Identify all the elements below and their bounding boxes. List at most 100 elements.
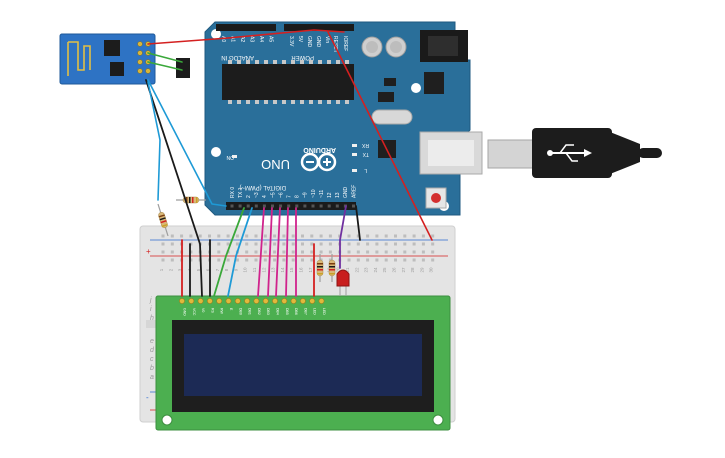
column-number: 1	[159, 268, 164, 271]
breadboard-hole	[161, 242, 165, 246]
breadboard-hole	[273, 258, 277, 262]
column-number: 10	[243, 267, 248, 273]
esp8266-wifi-module	[59, 33, 190, 85]
column-number: 2	[168, 268, 173, 271]
breadboard-hole	[245, 250, 249, 254]
breadboard-hole	[412, 234, 416, 238]
breadboard-hole	[394, 250, 397, 254]
column-number: 24	[373, 267, 378, 273]
digital-pin-label: 8	[295, 195, 301, 198]
digital-pin-label: ~10	[311, 189, 317, 198]
breadboard-hole	[319, 242, 323, 246]
on-led-label: ON	[226, 154, 234, 160]
jumper-wire	[147, 81, 161, 201]
digital-pin-label: ~3	[254, 192, 260, 198]
breadboard-hole	[356, 234, 360, 238]
breadboard-hole	[375, 258, 379, 262]
lcd-pin	[318, 298, 325, 304]
on-led	[232, 155, 237, 158]
breadboard-hole	[403, 250, 407, 254]
breadboard-hole	[403, 258, 407, 262]
column-number: 13	[271, 267, 276, 273]
row-letter: d	[150, 347, 155, 354]
column-number: 29	[419, 267, 424, 273]
breadboard-hole	[245, 242, 249, 246]
digital-pin-label: 12	[327, 192, 333, 198]
breadboard-hole	[421, 234, 425, 238]
jumper-wires	[145, 29, 433, 297]
column-number: 22	[354, 267, 359, 273]
breadboard-hole	[356, 258, 360, 262]
breadboard-hole	[282, 242, 286, 246]
breadboard-hole	[217, 258, 221, 262]
slide-switch[interactable]	[176, 58, 190, 78]
analog-pin-label: A5	[268, 36, 274, 42]
breadboard-hole	[291, 258, 295, 262]
column-number: 21	[345, 267, 350, 273]
breadboard-hole	[282, 258, 286, 262]
jumper-wire	[227, 207, 253, 297]
breadboard-row-letters: j i h e d c b a	[149, 297, 155, 381]
column-number: 28	[410, 267, 415, 273]
esp-pin	[137, 50, 143, 56]
power-pin-label: Vin	[324, 36, 330, 43]
column-number: 20	[336, 267, 341, 273]
breadboard-hole	[161, 234, 165, 238]
lcd-pin-label: DB1	[248, 308, 252, 315]
column-number: 26	[392, 267, 397, 273]
crystal	[371, 109, 413, 125]
breadboard-hole	[319, 250, 323, 254]
breadboard-hole	[245, 234, 249, 238]
power-pin-label: GND	[315, 36, 321, 48]
breadboard-hole	[366, 250, 370, 254]
mount-hole	[411, 83, 421, 93]
breadboard-hole	[403, 242, 407, 246]
lcd-pin	[179, 298, 185, 304]
breadboard-hole	[356, 242, 360, 246]
esp-pin	[145, 68, 151, 74]
analog-in-label: ANALOG IN	[221, 54, 254, 60]
column-number: 9	[233, 268, 238, 271]
breadboard-hole	[273, 242, 277, 246]
breadboard-hole	[431, 258, 435, 262]
breadboard-hole	[431, 234, 435, 238]
resistors	[157, 196, 336, 282]
breadboard-hole	[319, 234, 323, 238]
breadboard-hole	[347, 234, 351, 238]
breadboard-hole	[366, 258, 370, 262]
column-number: 25	[382, 267, 387, 273]
lcd-pin-label: RW	[220, 308, 224, 314]
breadboard-hole	[282, 250, 286, 254]
voltage-regulator	[424, 72, 444, 94]
jumper-wire	[147, 61, 183, 71]
breadboard-hole	[375, 242, 379, 246]
jumper-wire	[147, 79, 227, 207]
reset-button[interactable]	[425, 187, 447, 209]
breadboard-hole	[161, 258, 165, 262]
jumper-wire	[267, 207, 273, 297]
capacitor	[385, 36, 407, 58]
resistor	[176, 196, 206, 204]
breadboard-hole	[328, 250, 332, 254]
jumper-wire	[339, 205, 347, 269]
breadboard-hole	[394, 258, 397, 262]
breadboard-hole	[366, 242, 370, 246]
breadboard-hole	[226, 234, 230, 238]
column-number: 3	[178, 268, 183, 271]
arduino-logo-icon	[300, 152, 337, 172]
analog-pin-label: A2	[239, 36, 245, 42]
mount-hole	[432, 414, 444, 426]
breadboard-hole	[208, 234, 211, 238]
lcd-pin	[234, 298, 241, 304]
lcd-pin-label: DB5	[285, 308, 289, 315]
esp-pin	[137, 41, 143, 47]
jumper-wire	[285, 207, 289, 297]
power-label: POWER	[291, 54, 314, 60]
breadboard-hole	[338, 234, 342, 238]
digital-pin-label: ~5	[270, 192, 276, 198]
digital-pin-label: AREF	[351, 185, 357, 198]
breadboard-hole	[310, 242, 314, 246]
breadboard-hole	[263, 250, 267, 254]
